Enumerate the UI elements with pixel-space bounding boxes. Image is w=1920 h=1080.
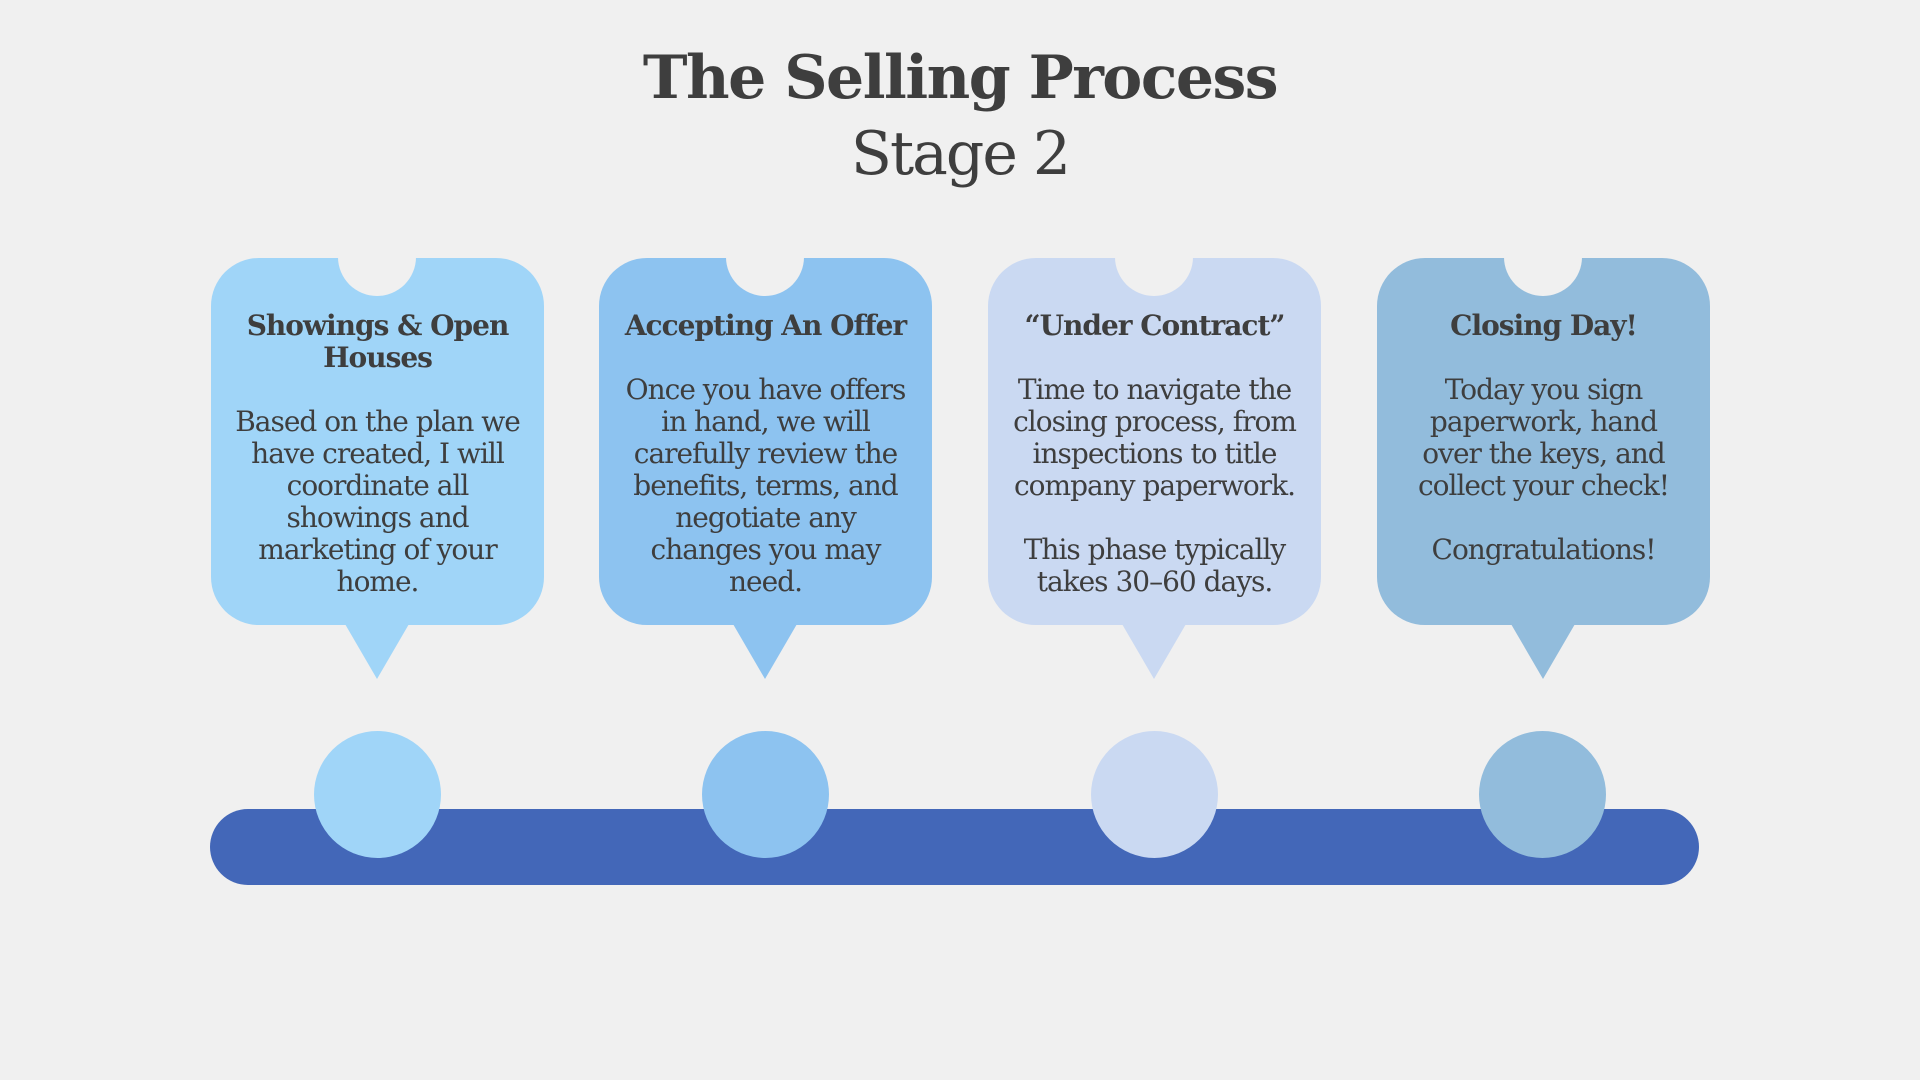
card-notch	[338, 218, 416, 296]
card-content: Accepting An Offer Once you have offers …	[621, 310, 910, 598]
card-notch	[1115, 218, 1193, 296]
step-heading: “Under Contract”	[1024, 309, 1285, 342]
step-description: Based on the plan we have created, I wil…	[235, 405, 521, 598]
step-card-closing: Closing Day! Today you sign paperwork, h…	[1377, 218, 1710, 679]
card-pointer	[345, 624, 409, 679]
page-title: The Selling Process	[642, 43, 1279, 113]
timeline-marker-3	[1091, 731, 1218, 858]
step-description: Time to navigate the closing process, fr…	[1013, 373, 1297, 598]
step-heading: Accepting An Offer	[624, 309, 907, 342]
step-description: Once you have offers in hand, we will ca…	[625, 373, 907, 598]
step-card-contract: “Under Contract” Time to navigate the cl…	[988, 218, 1321, 679]
card-pointer	[733, 624, 797, 679]
page-subtitle: Stage 2	[850, 119, 1071, 189]
step-heading: Showings & Open Houses	[246, 309, 510, 374]
step-card-offer: Accepting An Offer Once you have offers …	[599, 218, 932, 679]
step-card-showings: Showings & Open Houses Based on the plan…	[211, 218, 544, 679]
card-content: Showings & Open Houses Based on the plan…	[233, 310, 522, 598]
timeline-bar	[210, 809, 1699, 885]
card-pointer	[1511, 624, 1575, 679]
card-notch	[726, 218, 804, 296]
card-notch	[1504, 218, 1582, 296]
step-description: Today you sign paperwork, hand over the …	[1417, 373, 1670, 566]
timeline-marker-1	[314, 731, 441, 858]
card-pointer	[1122, 624, 1186, 679]
timeline-marker-2	[702, 731, 829, 858]
timeline-marker-4	[1479, 731, 1606, 858]
card-content: “Under Contract” Time to navigate the cl…	[1010, 310, 1299, 598]
card-content: Closing Day! Today you sign paperwork, h…	[1399, 310, 1688, 566]
step-heading: Closing Day!	[1450, 309, 1638, 342]
